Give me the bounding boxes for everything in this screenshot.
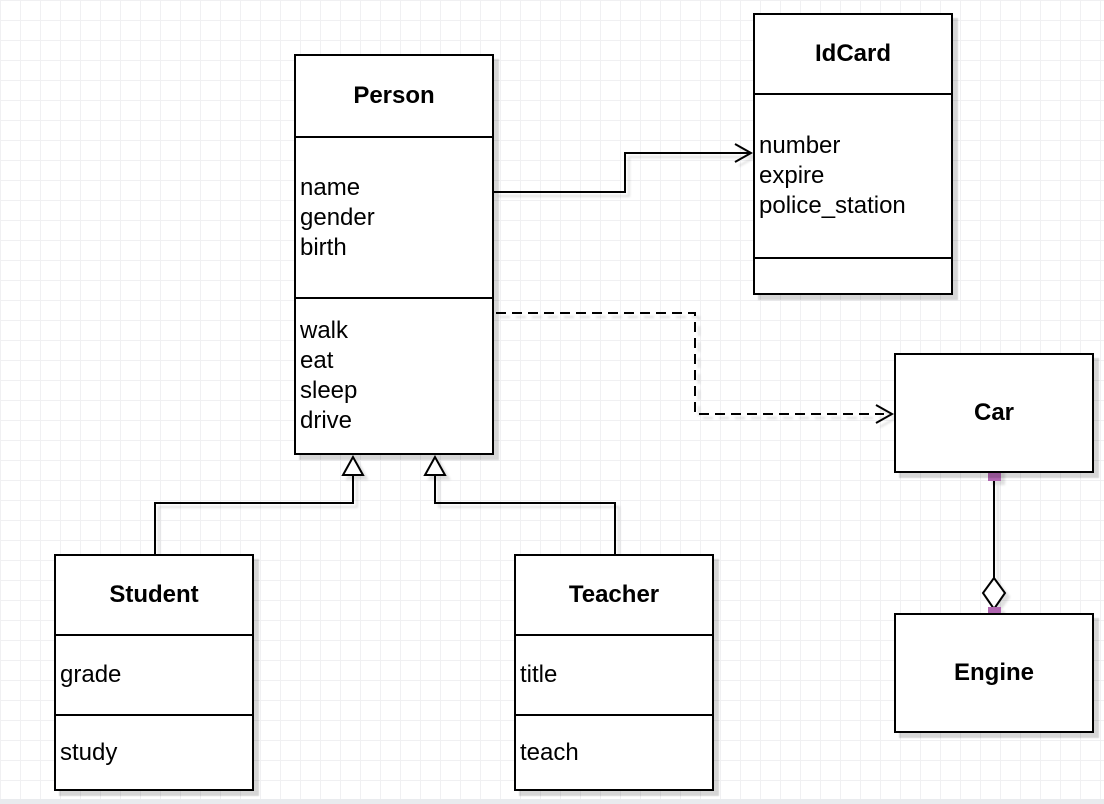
edge-student-person-generalization[interactable] xyxy=(154,454,365,554)
class-box-teacher[interactable]: Teacher title teach xyxy=(514,554,714,791)
class-title: Person xyxy=(353,82,435,109)
class-title: Teacher xyxy=(568,581,660,608)
edge-car-engine-aggregation[interactable] xyxy=(981,468,1007,620)
attributes-section: number expire police_station xyxy=(755,93,951,257)
method-row: sleep xyxy=(300,377,358,404)
class-box-car[interactable]: Car xyxy=(894,353,1094,473)
class-title: IdCard xyxy=(814,40,891,67)
attributes-section: name gender birth xyxy=(296,136,492,297)
method-row: drive xyxy=(300,407,353,434)
class-title: Student xyxy=(109,581,199,608)
attribute-row: police_station xyxy=(759,192,906,219)
attribute-row: name xyxy=(300,173,361,201)
attribute-row: gender xyxy=(300,203,375,231)
edge-person-car-dependency[interactable] xyxy=(496,312,895,424)
method-row: walk xyxy=(300,317,349,344)
method-row: study xyxy=(60,738,118,766)
attribute-row: birth xyxy=(300,233,347,261)
attributes-section: grade xyxy=(56,634,252,714)
methods-section: study xyxy=(56,714,252,789)
canvas-bottom-edge xyxy=(0,799,1104,804)
class-box-student[interactable]: Student grade study xyxy=(54,554,254,791)
class-title: Engine xyxy=(953,659,1034,686)
attributes-section: title xyxy=(516,634,712,714)
edge-teacher-person-generalization[interactable] xyxy=(423,454,616,554)
class-box-idcard[interactable]: IdCard number expire police_station xyxy=(753,13,953,295)
edge-person-idcard-association[interactable] xyxy=(494,143,754,193)
attribute-row: grade xyxy=(60,661,122,688)
attribute-row: number xyxy=(759,132,841,159)
class-box-engine[interactable]: Engine xyxy=(894,613,1094,733)
attribute-row: title xyxy=(520,661,558,688)
methods-section: walk eat sleep drive xyxy=(296,297,492,453)
class-box-person[interactable]: Person name gender birth walk eat sleep … xyxy=(294,54,494,455)
class-title: Car xyxy=(973,399,1015,426)
methods-section-empty xyxy=(755,257,951,293)
method-row: eat xyxy=(300,347,334,374)
attribute-row: expire xyxy=(759,162,825,189)
method-row: teach xyxy=(520,738,579,766)
methods-section: teach xyxy=(516,714,712,789)
